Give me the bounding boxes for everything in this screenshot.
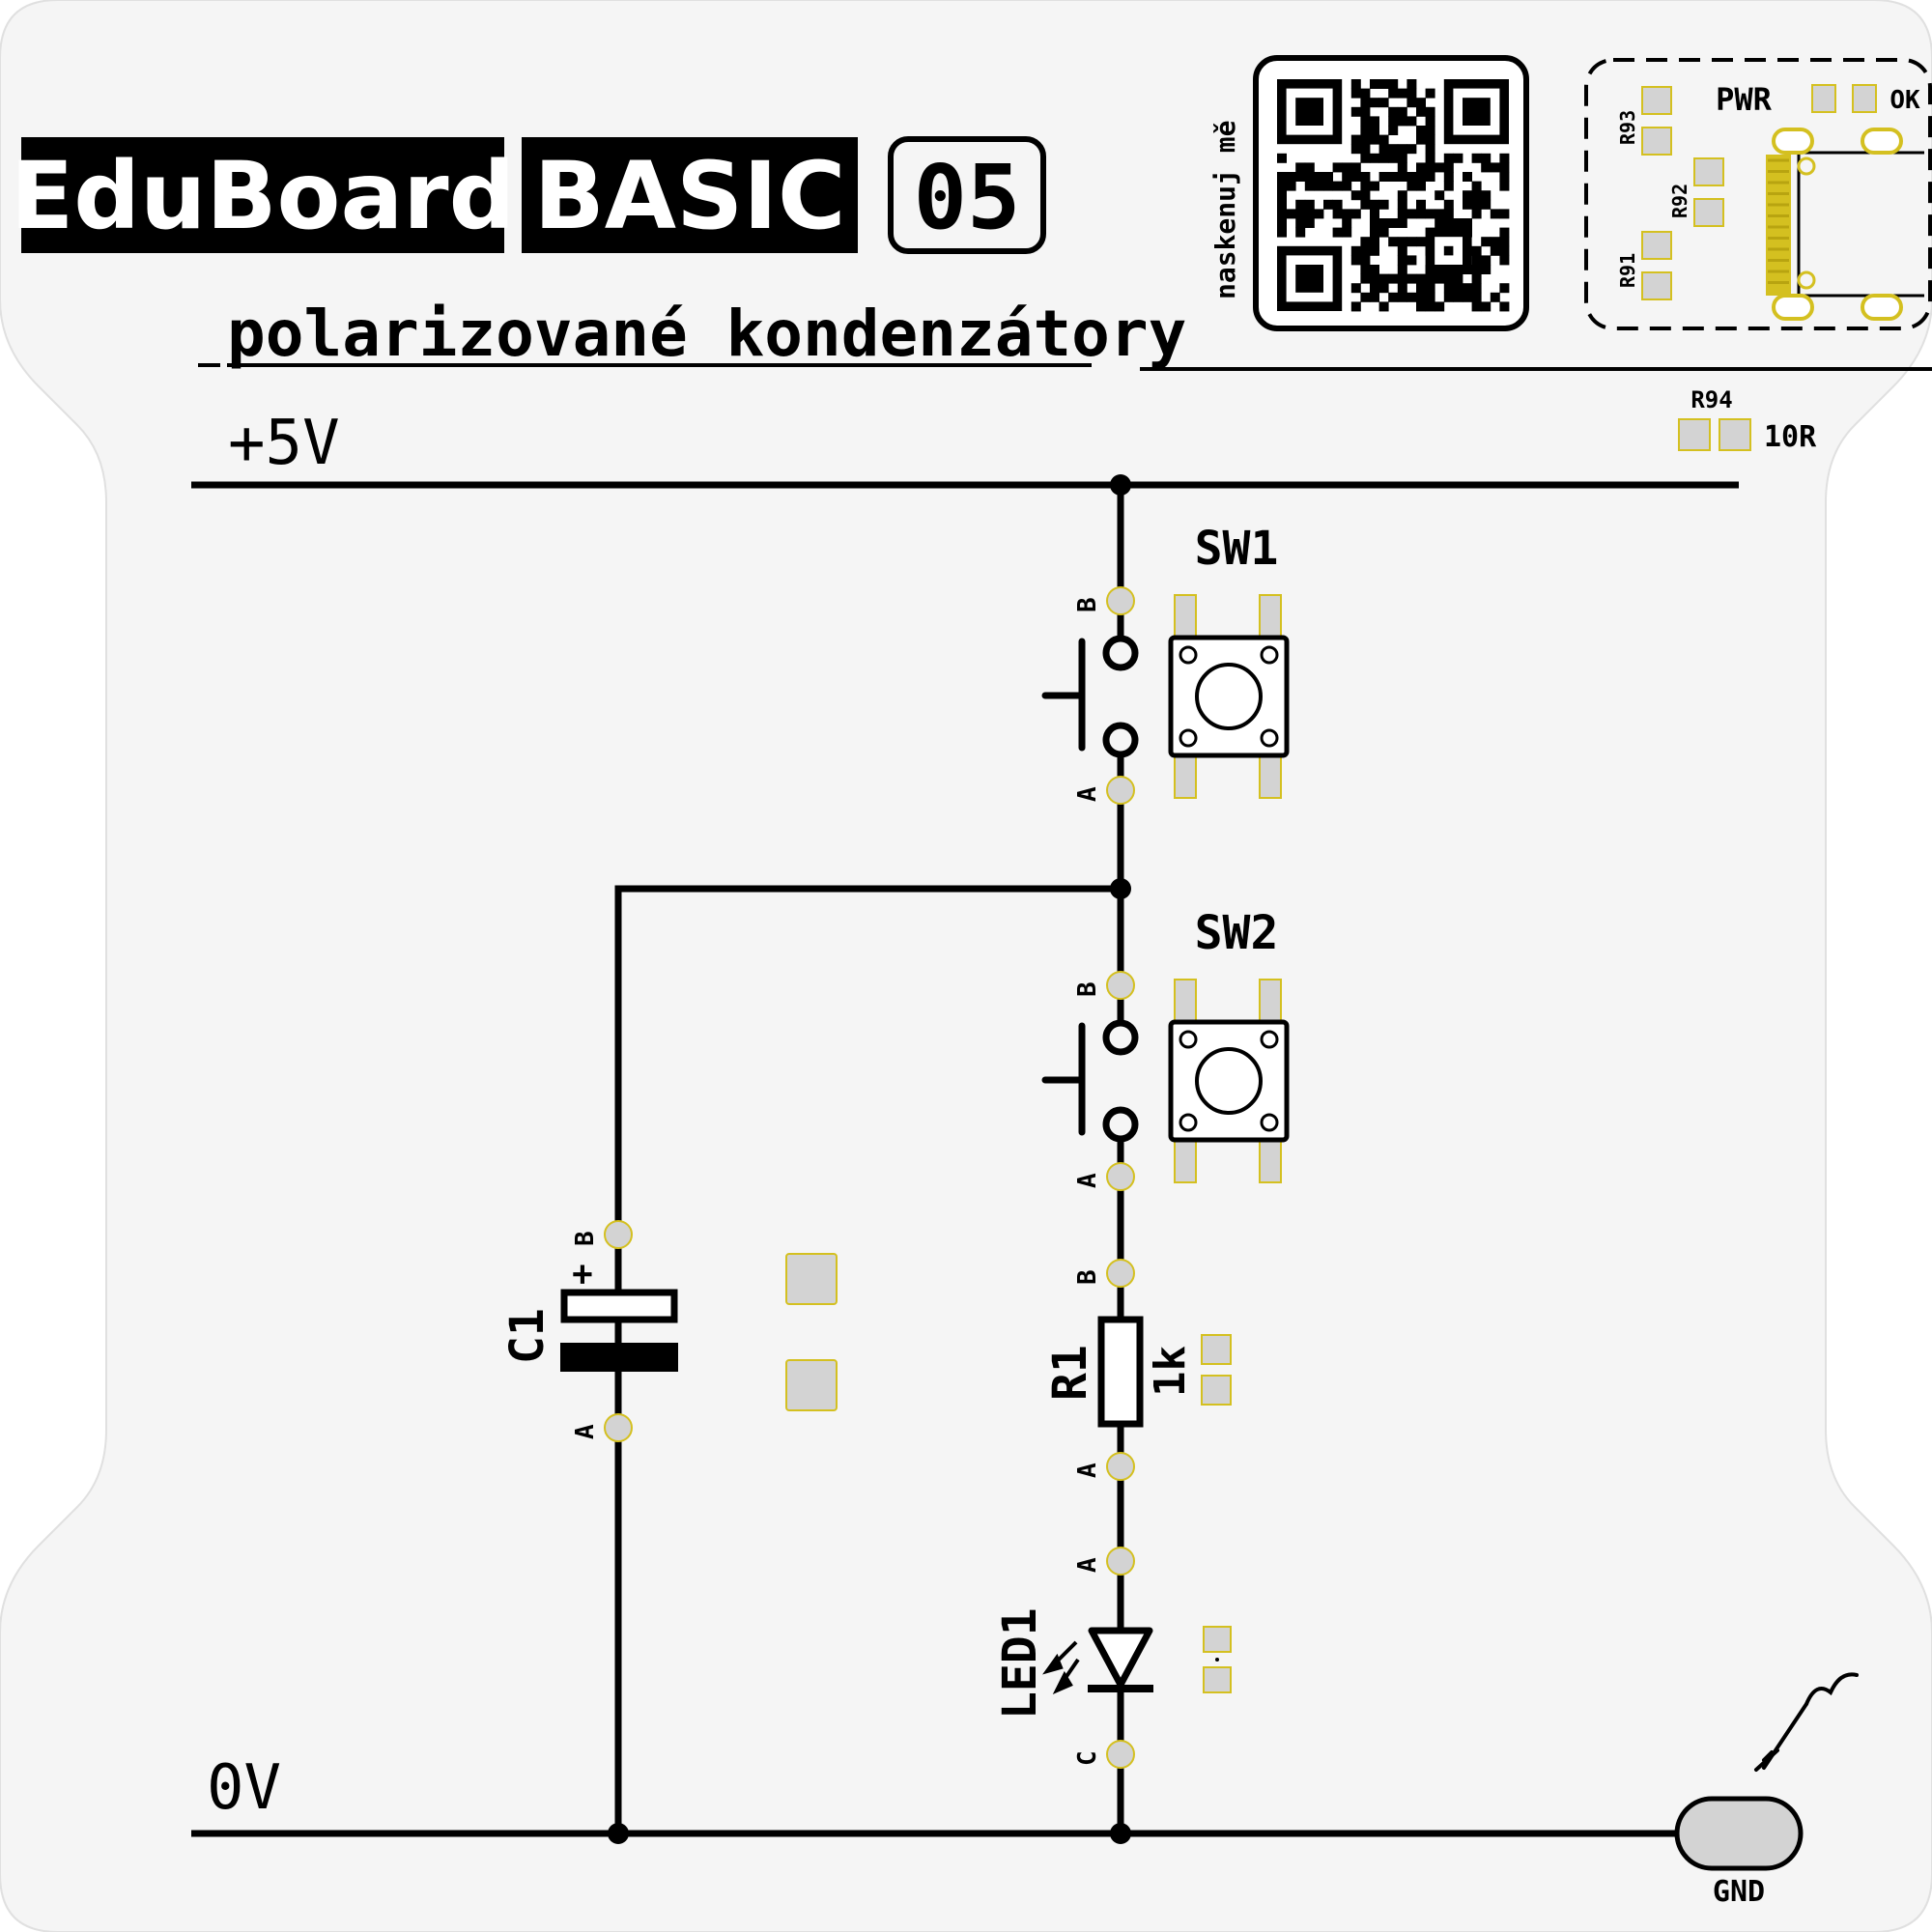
junction-gnd-led	[1110, 1823, 1131, 1844]
led1-pin-a-label: A	[1073, 1557, 1102, 1573]
led1-footprint-pad-1	[1203, 1626, 1232, 1653]
sw1-pin-a-label: A	[1073, 786, 1102, 802]
r94-label: R94	[1690, 386, 1732, 413]
brand-box	[21, 137, 504, 253]
r1-footprint-pad-1	[1201, 1334, 1232, 1365]
c1-ref: C1	[500, 1308, 554, 1364]
sw2-pin-b-label: B	[1073, 981, 1102, 997]
usb-connector	[1766, 128, 1924, 321]
r93-pad-2	[1641, 127, 1672, 156]
r91-pad-2	[1641, 271, 1672, 300]
sw1-contact-top	[1102, 635, 1139, 671]
r93-label: R93	[1616, 110, 1639, 145]
c1-footprint-pad-1	[785, 1253, 838, 1305]
c1-pin-a-label: A	[571, 1424, 600, 1439]
sw1-pin-b-pad	[1106, 586, 1135, 615]
brand-text: EduBoard	[11, 142, 516, 250]
series-box	[522, 137, 858, 253]
ok-label: OK	[1889, 86, 1920, 115]
sw2-ref: SW2	[1195, 906, 1279, 960]
r92-pad-2	[1693, 198, 1724, 227]
pwr-led-pad-1	[1811, 84, 1836, 113]
r1-footprint-pad-2	[1201, 1375, 1232, 1406]
power-module-outline	[1584, 58, 1932, 330]
c1-pin-a-pad	[604, 1413, 633, 1442]
qr-caption: naskenuj mě	[1209, 121, 1241, 299]
r94: R94 10R	[1678, 386, 1817, 454]
sw1-pin-a-pad	[1106, 776, 1135, 805]
rail-5v-label: +5V	[228, 408, 340, 479]
led1: A LED1 C	[993, 1547, 1232, 1769]
r1-ref: R1	[1043, 1345, 1097, 1401]
c1-footprint-pad-2	[785, 1359, 838, 1411]
led1-pin-c-label: C	[1073, 1750, 1102, 1766]
led1-pin-c-pad	[1106, 1740, 1135, 1769]
c1: B + C1 A	[500, 1220, 838, 1442]
sw2[interactable]: SW2 B A	[1041, 906, 1290, 1191]
power-module: PWR OK R93 R92 R91	[1584, 58, 1932, 330]
gnd-pad[interactable]	[1674, 1796, 1804, 1871]
c1-plus-label: +	[562, 1264, 602, 1285]
supply-rail: +5V	[191, 408, 1739, 489]
c1-plate-negative	[560, 1343, 678, 1372]
pwr-led-pad-2	[1852, 84, 1877, 113]
sw2-pin-a-pad	[1106, 1162, 1135, 1191]
c1-plate-positive	[560, 1289, 678, 1323]
r1-pin-a-pad	[1106, 1452, 1135, 1481]
qr-modules	[1277, 79, 1510, 312]
series-text: BASIC	[534, 142, 846, 250]
gnd-test-point[interactable]: GND	[1674, 1672, 1859, 1909]
c1-pin-b-pad	[604, 1220, 633, 1249]
sw2-contact-top	[1102, 1019, 1139, 1056]
gnd-label: GND	[1713, 1875, 1765, 1909]
sw1-contact-bottom	[1102, 722, 1139, 758]
r94-pad-2	[1719, 418, 1751, 451]
r1-value: 1k	[1146, 1346, 1195, 1397]
led1-pin-a-pad	[1106, 1547, 1135, 1576]
r1-pin-a-label: A	[1073, 1463, 1102, 1478]
led1-footprint-pad-2	[1203, 1666, 1232, 1693]
led1-triangle	[1088, 1627, 1153, 1689]
led1-ref: LED1	[993, 1607, 1047, 1719]
r94-value: 10R	[1764, 420, 1817, 454]
header: EduBoard BASIC 05 polarizované kondenzát…	[11, 136, 1932, 371]
subtitle: polarizované kondenzátory	[227, 297, 1186, 371]
sw2-pin-a-label: A	[1073, 1173, 1102, 1188]
r1-body	[1097, 1316, 1144, 1428]
sw1-footprint	[1168, 594, 1290, 799]
c1-pin-b-label: B	[571, 1231, 600, 1246]
sw1[interactable]: SW1 B A	[1041, 522, 1290, 805]
junction-mid	[1110, 878, 1131, 899]
sw2-pin-b-pad	[1106, 971, 1135, 1000]
sw2-contact-bottom	[1102, 1106, 1139, 1143]
r94-pad-1	[1678, 418, 1711, 451]
probe-icon	[1754, 1672, 1859, 1772]
r91-label: R91	[1616, 253, 1639, 288]
junction-gnd-c1	[608, 1823, 629, 1844]
r1-pin-b-label: B	[1073, 1269, 1102, 1285]
r92-pad-1	[1693, 157, 1724, 186]
junction-5v	[1110, 474, 1131, 496]
sw1-pin-b-label: B	[1073, 597, 1102, 612]
r91-pad-1	[1641, 231, 1672, 260]
sw1-ref: SW1	[1195, 522, 1279, 576]
pwr-label: PWR	[1716, 81, 1773, 118]
rail-0v-label: 0V	[207, 1752, 281, 1824]
r1: B R1 1k A	[1043, 1259, 1232, 1481]
r93-pad-1	[1641, 86, 1672, 115]
led1-light-arrows	[1042, 1640, 1080, 1694]
r92-label: R92	[1668, 184, 1691, 218]
ground-rail: 0V	[191, 1752, 1681, 1837]
qr-code[interactable]: naskenuj mě	[1209, 55, 1529, 331]
r1-pin-b-pad	[1106, 1259, 1135, 1288]
sw2-footprint	[1168, 979, 1290, 1183]
number-box	[888, 136, 1046, 254]
number-text: 05	[914, 146, 1021, 249]
